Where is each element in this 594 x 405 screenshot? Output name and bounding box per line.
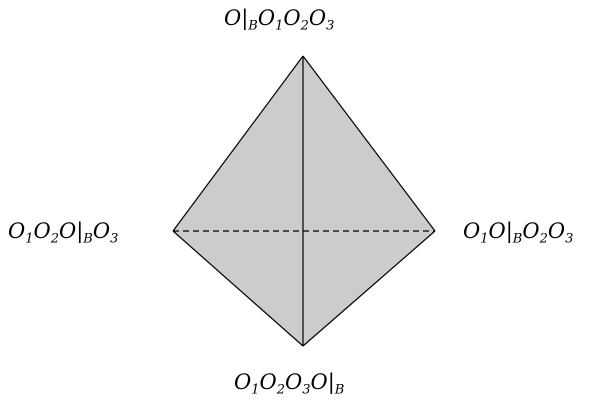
label-subscript: 3 [110, 231, 119, 247]
label-symbol: O [308, 6, 327, 30]
label-subscript: B [83, 231, 93, 247]
label-restriction-bar: | [505, 219, 513, 243]
label-restriction-bar: | [327, 370, 335, 394]
vertex-label-top: O|BO1O2O3 [224, 6, 334, 33]
label-symbol: O [310, 370, 328, 394]
label-symbol: O [285, 370, 303, 394]
label-symbol: O [33, 219, 51, 243]
label-subscript: B [512, 231, 523, 247]
vertex-label-right: O1O|BO2O3 [463, 219, 573, 246]
label-symbol: O [463, 219, 481, 243]
label-symbol: O [8, 219, 26, 243]
polytope-edges [172, 55, 436, 347]
label-symbol: O [547, 219, 566, 243]
label-symbol: O [488, 219, 506, 243]
label-subscript: 2 [50, 231, 59, 247]
label-symbol: O [283, 6, 301, 30]
label-subscript: B [248, 18, 258, 34]
label-subscript: 1 [275, 18, 284, 34]
edge-right-bottom [302, 230, 436, 347]
edge-top-left [172, 55, 304, 232]
edge-top-right [302, 55, 436, 232]
label-subscript: 2 [276, 382, 285, 398]
label-subscript: 3 [326, 18, 335, 34]
label-subscript: B [334, 382, 345, 398]
label-symbol: O [92, 219, 111, 243]
label-subscript: 2 [539, 231, 548, 247]
label-symbol: O [224, 6, 242, 30]
label-subscript: 2 [300, 18, 309, 34]
label-subscript: 3 [302, 382, 311, 398]
label-symbol: O [259, 370, 277, 394]
vertex-label-bottom: O1O2O3O|B [234, 370, 344, 397]
label-symbol: O [257, 6, 276, 30]
label-symbol: O [234, 370, 252, 394]
label-subscript: 3 [565, 231, 574, 247]
label-subscript: 1 [251, 382, 260, 398]
label-restriction-bar: | [76, 219, 84, 243]
polytope-face [173, 56, 435, 346]
label-subscript: 1 [480, 231, 489, 247]
vertex-label-left: O1O2O|BO3 [8, 219, 118, 246]
edge-left-bottom [172, 230, 304, 347]
label-symbol: O [59, 219, 77, 243]
label-symbol: O [522, 219, 540, 243]
label-subscript: 1 [25, 231, 34, 247]
label-restriction-bar: | [241, 6, 249, 30]
